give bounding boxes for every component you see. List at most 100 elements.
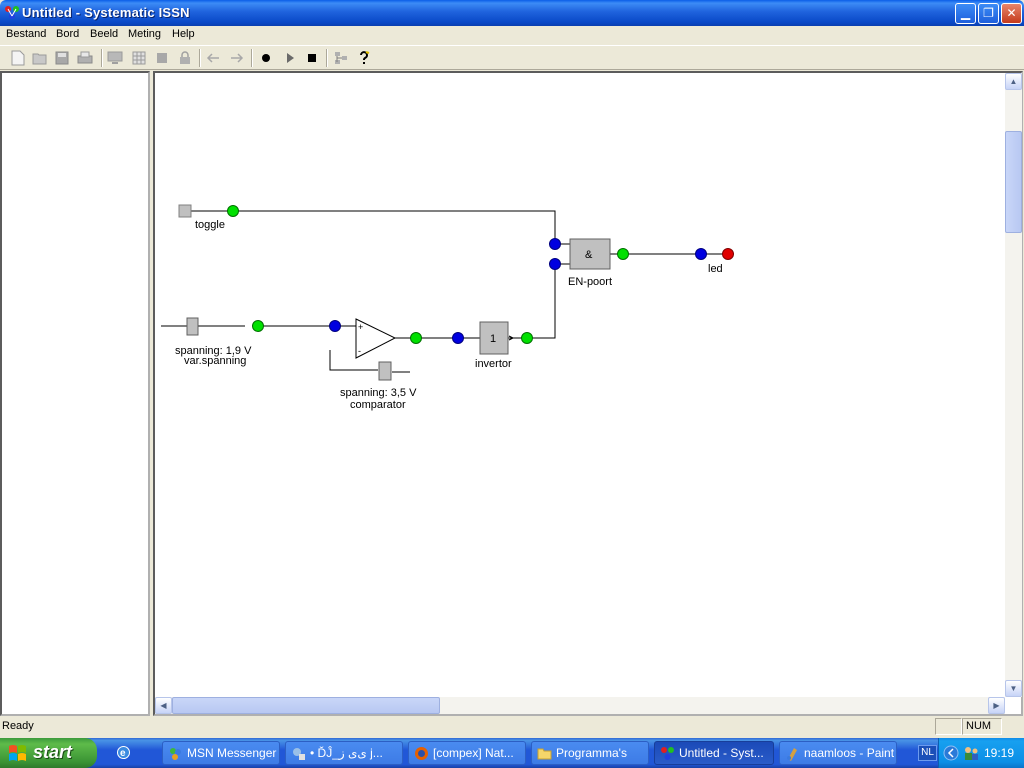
and-gate-block[interactable]	[569, 238, 611, 270]
toolbar-separator	[326, 49, 328, 67]
comparator-minus: -	[358, 346, 361, 356]
taskbar-button-msn[interactable]: MSN Messenger	[162, 741, 280, 765]
input-port[interactable]	[695, 248, 707, 260]
grid-icon[interactable]	[130, 49, 148, 67]
toolbar-separator	[251, 49, 253, 67]
app-icon	[5, 6, 19, 19]
comparator-plus: +	[358, 322, 363, 332]
and-gate-label: EN-poort	[568, 276, 612, 288]
circuit-diagram[interactable]: toggle spanning: 1,9 V var.spanning + - …	[155, 73, 1023, 716]
led-label: led	[708, 263, 723, 275]
taskbar-button-label: [compex] Nat...	[433, 746, 514, 760]
taskbar-button-folder[interactable]: Programma's	[531, 741, 649, 765]
var-spanning-value: spanning: 1,9 V	[175, 345, 252, 357]
record-icon[interactable]	[257, 49, 275, 67]
led-light[interactable]	[722, 248, 734, 260]
print-icon[interactable]	[76, 49, 94, 67]
title-bar[interactable]: Untitled - Systematic ISSN ▁ ❐ ✕	[0, 0, 1024, 26]
component-tree-pane[interactable]	[0, 71, 150, 716]
close-button[interactable]: ✕	[1001, 3, 1022, 24]
restore-button[interactable]: ❐	[978, 3, 999, 24]
taskbar-button-label: Untitled - Syst...	[679, 746, 764, 760]
wire-comparator-feedback	[329, 350, 378, 371]
input-port[interactable]	[549, 258, 561, 270]
system-tray: NL 19:19	[918, 738, 1024, 768]
window-title: Untitled - Systematic ISSN	[22, 5, 190, 20]
horizontal-scrollbar[interactable]: ◀ ▶	[155, 697, 1005, 714]
chat-icon	[293, 748, 305, 760]
toolbar-separator	[101, 49, 103, 67]
save-icon[interactable]	[53, 49, 71, 67]
start-label: start	[33, 742, 73, 762]
network-users-icon[interactable]	[962, 745, 980, 761]
scroll-down-button[interactable]: ▼	[1005, 680, 1022, 697]
vertical-scrollbar[interactable]: ▲ ▼	[1005, 73, 1022, 697]
var-spanning-slider[interactable]	[186, 317, 199, 336]
toggle-switch[interactable]	[178, 204, 192, 218]
invertor-block[interactable]	[479, 321, 509, 355]
quick-launch-ie[interactable]: e	[112, 741, 136, 765]
menu-beeld[interactable]: Beeld	[90, 28, 119, 40]
taskbar-button-label: naamloos - Paint	[804, 746, 895, 760]
invertor-bubble	[508, 335, 515, 341]
new-icon[interactable]	[9, 49, 27, 67]
output-port[interactable]	[617, 248, 629, 260]
circuit-canvas[interactable]: toggle spanning: 1,9 V var.spanning + - …	[153, 71, 1023, 716]
comparator-slider[interactable]	[378, 361, 392, 381]
output-port[interactable]	[227, 205, 239, 217]
taskbar-button-label: Programma's	[556, 746, 627, 760]
monitor-icon[interactable]	[106, 49, 124, 67]
svg-text:e: e	[120, 748, 126, 759]
taskbar-button-paint[interactable]: naamloos - Paint	[779, 741, 897, 765]
tray-expand-icon[interactable]	[943, 745, 959, 761]
stop-square-icon[interactable]	[153, 49, 171, 67]
stop-icon[interactable]	[303, 49, 321, 67]
msn-icon	[170, 748, 181, 760]
undo-arrow-icon[interactable]	[204, 49, 222, 67]
input-port[interactable]	[452, 332, 464, 344]
start-button[interactable]: start	[0, 738, 97, 768]
menu-help[interactable]: Help	[172, 28, 195, 40]
var-spanning-label: var.spanning	[184, 355, 246, 367]
vertical-scroll-thumb[interactable]	[1005, 131, 1022, 233]
tree-icon[interactable]	[332, 49, 350, 67]
help-question-icon[interactable]	[355, 49, 373, 67]
comparator-triangle[interactable]	[355, 318, 397, 359]
menu-bestand[interactable]: Bestand	[6, 28, 47, 40]
status-text: Ready	[2, 720, 34, 732]
clock: 19:19	[984, 746, 1015, 760]
output-port[interactable]	[410, 332, 422, 344]
wire-invertor-to-and	[527, 264, 556, 339]
scroll-up-button[interactable]: ▲	[1005, 73, 1022, 90]
play-icon[interactable]	[281, 49, 299, 67]
comparator-label: comparator	[350, 399, 406, 411]
input-port[interactable]	[329, 320, 341, 332]
taskbar-button-chat[interactable]: • ĎĴ_ی‌ی ز j...	[285, 741, 403, 765]
scroll-right-button[interactable]: ▶	[988, 697, 1005, 714]
paint-icon	[787, 748, 797, 761]
output-port[interactable]	[521, 332, 533, 344]
minimize-button[interactable]: ▁	[955, 3, 976, 24]
output-port[interactable]	[252, 320, 264, 332]
open-icon[interactable]	[31, 49, 49, 67]
status-bar: Ready NUM	[0, 717, 1024, 736]
menu-meting[interactable]: Meting	[128, 28, 162, 40]
horizontal-scroll-thumb[interactable]	[172, 697, 440, 714]
lock-icon[interactable]	[176, 49, 194, 67]
windows-logo-icon	[9, 745, 26, 761]
wire-toggle-to-and	[190, 210, 556, 244]
redo-arrow-icon[interactable]	[228, 49, 246, 67]
taskbar-button-firefox[interactable]: [compex] Nat...	[408, 741, 526, 765]
invertor-symbol: 1	[490, 333, 496, 345]
and-gate-symbol: &	[585, 249, 593, 261]
input-port[interactable]	[549, 238, 561, 250]
invertor-label: invertor	[475, 358, 512, 370]
taskbar-button-label: • ĎĴ_ی‌ی ز j...	[310, 746, 383, 760]
language-indicator[interactable]: NL	[918, 745, 937, 761]
taskbar-button-systematic[interactable]: Untitled - Syst...	[654, 741, 774, 765]
scroll-left-button[interactable]: ◀	[155, 697, 172, 714]
menu-bord[interactable]: Bord	[56, 28, 80, 40]
toolbar-separator	[199, 49, 201, 67]
firefox-icon	[415, 747, 428, 760]
comparator-value: spanning: 3,5 V	[340, 387, 417, 399]
